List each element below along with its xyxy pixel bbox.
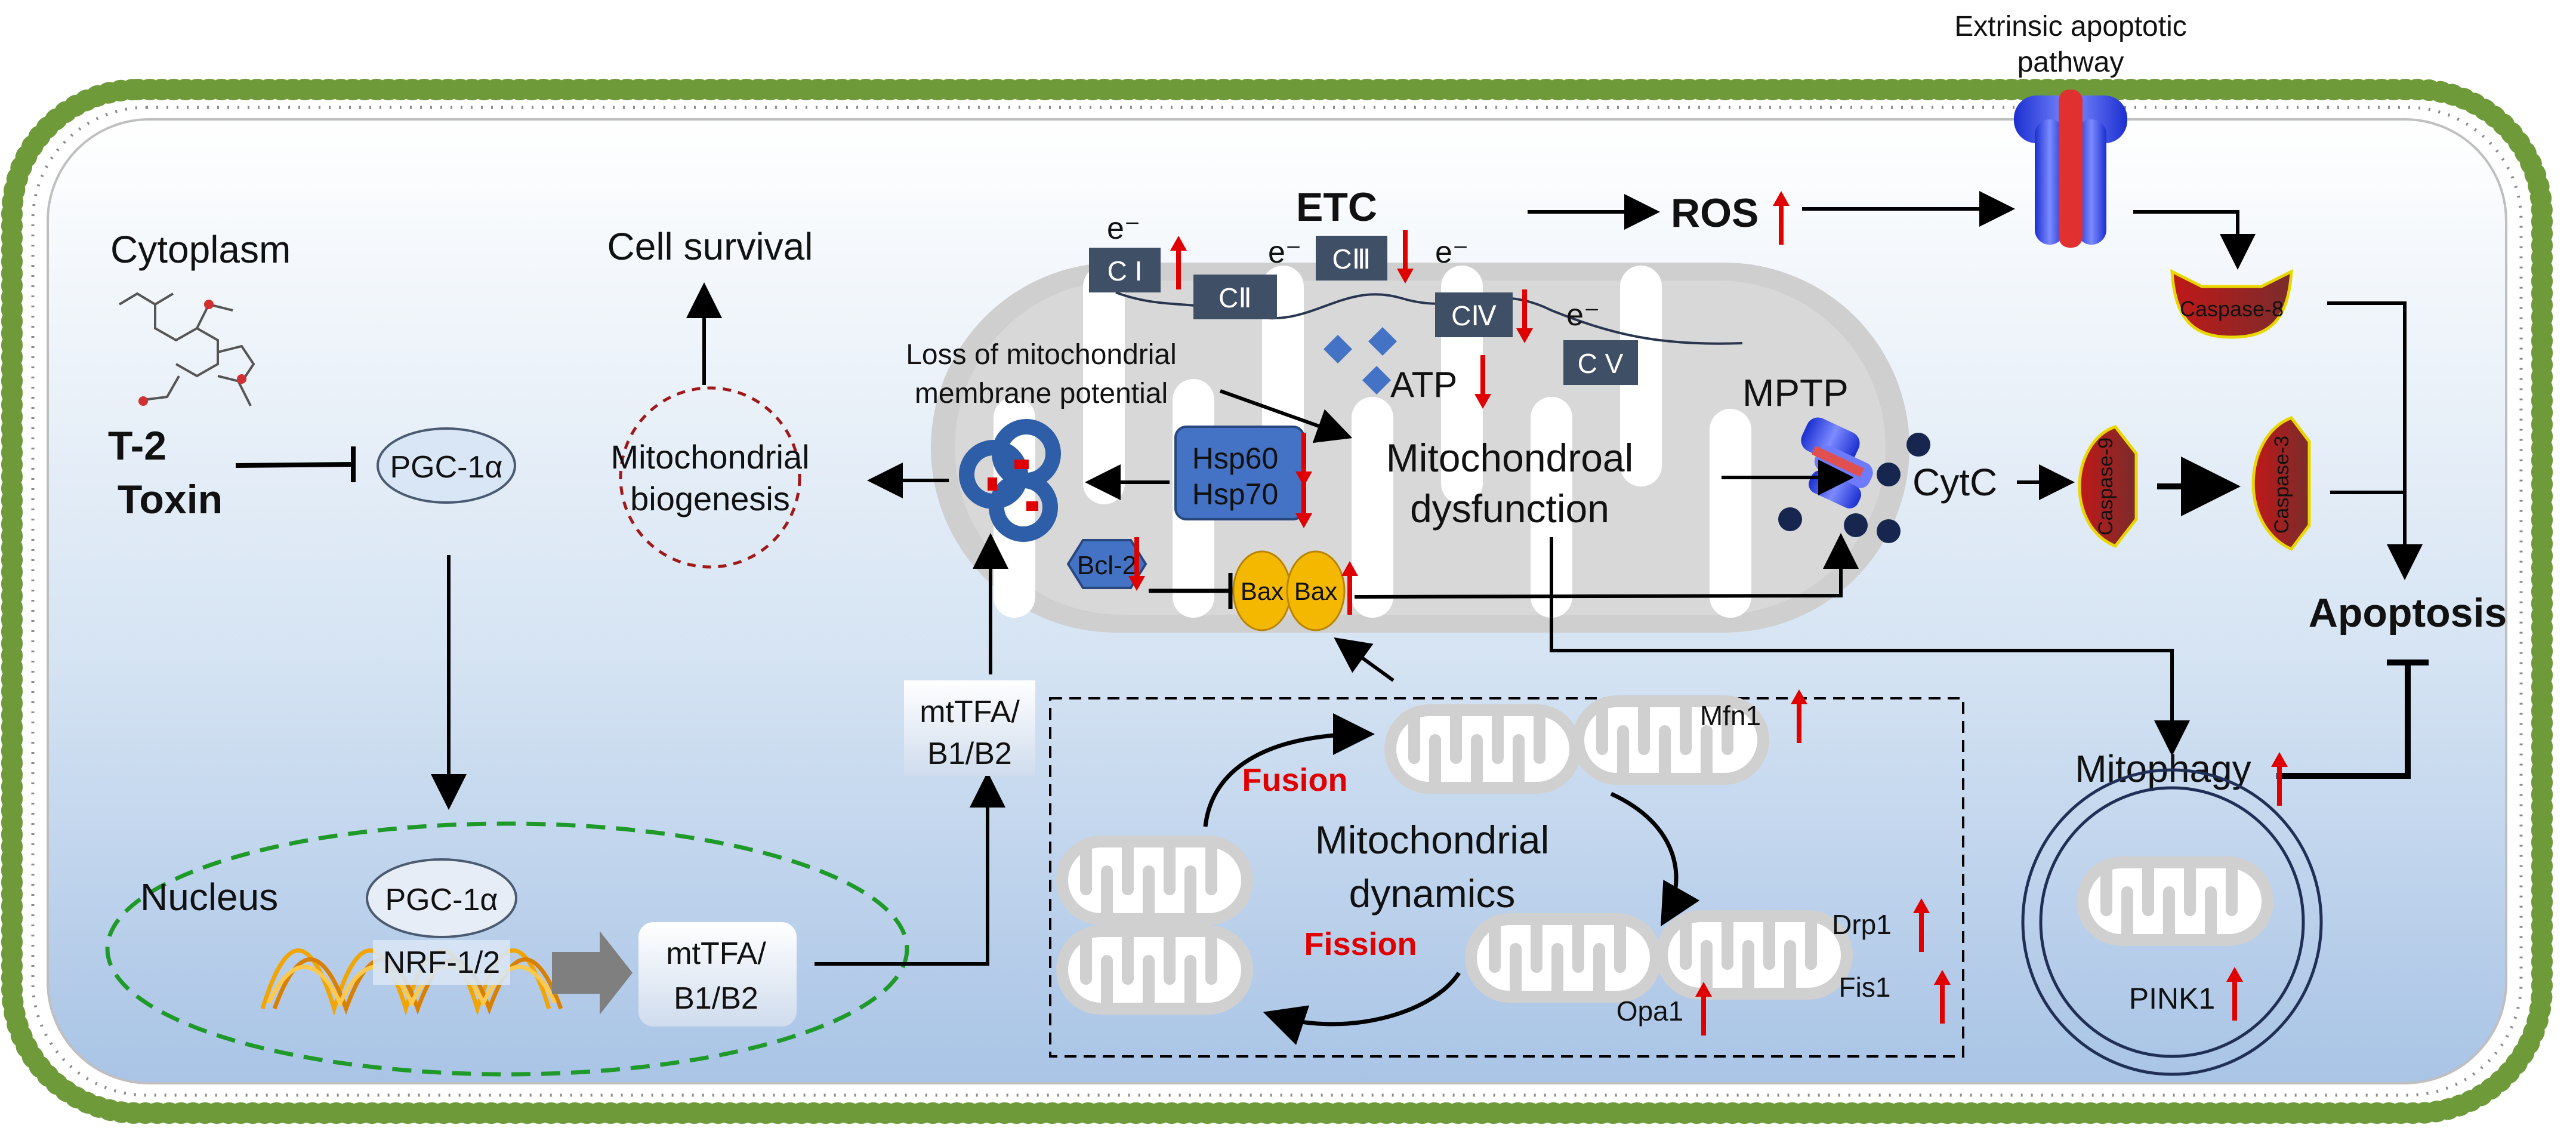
cytc-label: CytC [1912,461,1997,504]
cytoplasm-label: Cytoplasm [110,228,291,271]
pgc1a-cytoplasm-node: PGC-1α [377,427,516,504]
fusion-arrow [1203,713,1375,827]
dysfunction-label-line2: dysfunction [1410,486,1609,531]
drp1-label: Drp1 [1832,909,1892,940]
extrinsic-label-line1: Extrinsic apoptotic [1954,11,2187,42]
loss-label-line1: Loss of mitochondrial [906,339,1177,371]
dynamics-mito-top-left [1384,704,1581,794]
complex-cii: CⅡ [1193,275,1277,319]
dynamics-mito-bottom-right [1656,910,1853,1000]
inhibition-bcl2-bax [1149,573,1233,609]
dynamics-box [1049,697,1964,1058]
mttfa-nucleus-node: mtTFA/ B1/B2 [638,922,797,1027]
t2-toxin-label-line1: T-2 [108,423,166,469]
complex-civ-label: CⅣ [1451,300,1497,331]
bcl2-node: Bcl-2 [1066,539,1147,589]
arrow-dysfunction-to-mitophagy [1550,537,2190,756]
complex-ciii-label: CⅢ [1332,244,1371,275]
complex-cv-label: C V [1578,348,1624,379]
caspase9-label: Caspase-9 [2094,437,2117,535]
pgc1a-nucleus-node: PGC-1α [366,858,517,938]
opa1-label: Opa1 [1616,996,1684,1027]
arrow-mttfa-up [815,772,1005,966]
caspase8-label: Caspase-8 [2180,297,2284,321]
dynamics-label-line2: dynamics [1349,871,1516,916]
autophagosome [2021,768,2323,1076]
dysfunction-label-line1: Mitochondroal [1386,436,1634,480]
fis1-label: Fis1 [1839,972,1891,1003]
pgc1a-nucleus-label: PGC-1α [385,883,498,917]
t2-toxin-molecule-icon [118,292,255,406]
nucleus [105,821,909,1077]
mttfa-nucleus-label-line1: mtTFA/ [666,936,766,971]
nrf-label: NRF-1/2 [383,945,500,980]
electron-4: e⁻ [1566,298,1600,332]
complex-cv: C V [1563,340,1638,385]
loss-label-line2: membrane potential [915,378,1168,409]
electron-1: e⁻ [1107,211,1140,246]
gray-arrow-nrf-to-mttfa [552,931,633,1015]
ros-label: ROS [1671,190,1759,236]
biogenesis-label-line2: biogenesis [630,480,790,517]
mitochondrion [931,263,1909,633]
complex-civ: CⅣ [1435,292,1513,337]
complex-cii-label: CⅡ [1218,282,1252,313]
caspase8-node: Caspase-8 [2170,269,2293,339]
arrow-receptor-to-caspase8 [2133,210,2256,270]
mitophagy-mitochondrion-icon [2077,856,2273,946]
caspase9-node: Caspase-9 [2078,425,2138,548]
mptp-label: MPTP [1742,371,1849,414]
dynamics-mito-bottom-left [1465,913,1662,1003]
bax-label-2: Bax [1294,577,1337,605]
dynamics-arrow-right [1610,791,1700,927]
complex-ciii: CⅢ [1316,236,1387,281]
caspase3-node: Caspase-3 [2251,415,2311,551]
apoptosis-label: Apoptosis [2309,590,2507,636]
inhibition-t2-pgc [235,446,356,482]
bax-label-1: Bax [1241,577,1284,605]
pink1-label: PINK1 [2129,982,2216,1015]
electron-3: e⁻ [1435,235,1469,270]
arrow-bax-to-cytc [1354,533,1859,599]
fission-arrow [1263,972,1461,1045]
dynamics-mito-left-bottom [1056,925,1253,1015]
nrf-node: NRF-1/2 [373,940,510,985]
t2-toxin-label-line2: Toxin [118,477,223,522]
mttfa-cytoplasm-node: mtTFA/ B1/B2 [904,680,1035,776]
atp-label: ATP [1390,365,1457,405]
dynamics-label-line1: Mitochondrial [1315,818,1550,862]
fusion-label: Fusion [1242,762,1348,798]
biogenesis-label-line1: Mitochondrial [610,438,809,476]
biogenesis-cycle [619,386,801,569]
etc-label: ETC [1296,184,1377,230]
arrow-dynamics-to-bax [1334,637,1395,682]
hsp60-label: Hsp60 [1192,442,1279,475]
nucleus-label: Nucleus [140,876,278,919]
fission-label: Fission [1304,926,1417,962]
inhibition-mitophagy-apoptosis [2276,660,2429,779]
atp-diamonds-icon [1323,326,1397,395]
complex-ci: C I [1089,248,1161,292]
hsp-box: Hsp60 Hsp70 [1174,426,1305,520]
pgc1a-cytoplasm-label: PGC-1α [390,450,503,485]
arrow-loss-to-dysfunction [1219,389,1353,443]
mfn1-label: Mfn1 [1700,700,1761,731]
cytc-dots-icon [1778,433,1930,543]
mtdna-rings-icon [959,419,1061,542]
mttfa-cyto-label-line1: mtTFA/ [920,695,1020,729]
cell-survival-label: Cell survival [607,225,813,268]
complex-ci-label: C I [1107,255,1143,286]
dynamics-mito-left-top [1056,836,1253,925]
mttfa-cyto-label-line2: B1/B2 [927,736,1012,771]
death-receptor-icon [2014,90,2127,248]
hsp70-label: Hsp70 [1192,477,1279,511]
mttfa-nucleus-label-line2: B1/B2 [674,981,758,1016]
extrinsic-label-line2: pathway [2017,47,2124,78]
caspase3-label: Caspase-3 [2270,436,2293,534]
bcl2-label: Bcl-2 [1077,551,1137,580]
electron-2: e⁻ [1268,235,1301,270]
arrow-caspase8-to-apoptosis [2327,301,2423,580]
bax-node: Bax Bax [1232,550,1346,631]
